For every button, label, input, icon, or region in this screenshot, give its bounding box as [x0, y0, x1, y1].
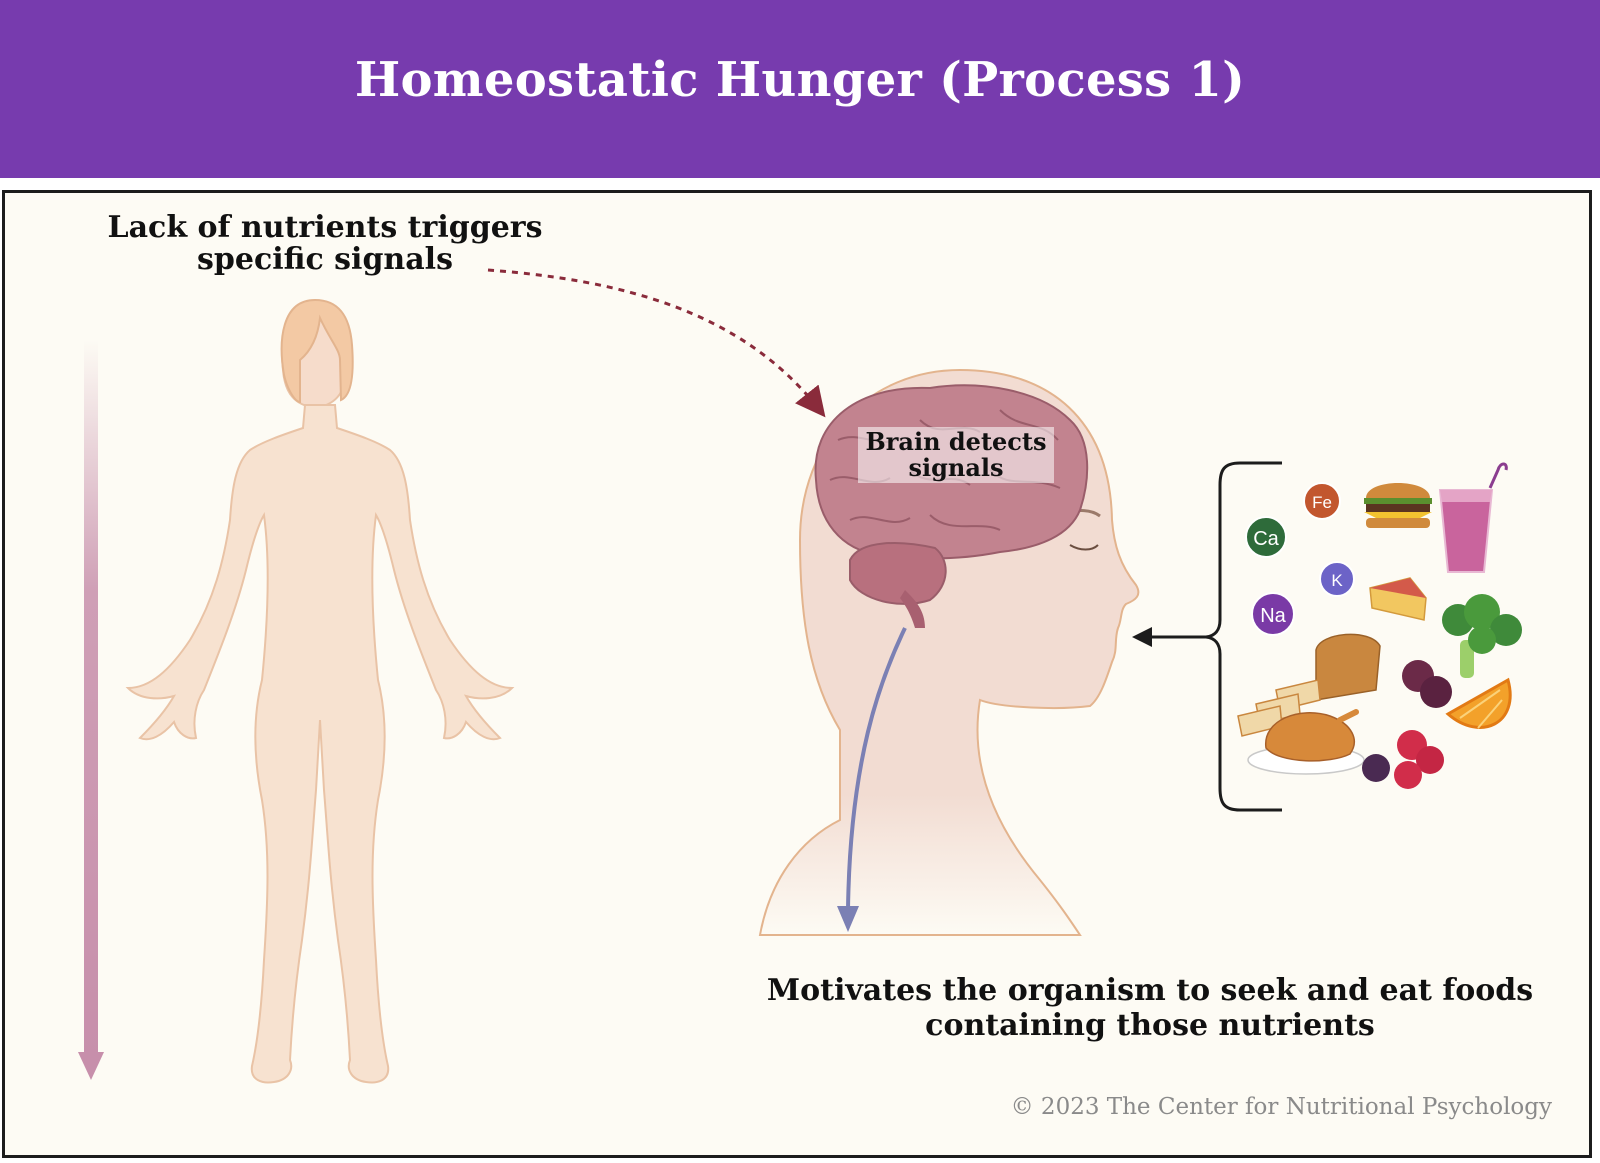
signal-dotted-arrow	[487, 268, 826, 418]
copyright-notice: © 2023 The Center for Nutritional Psycho…	[1010, 1094, 1552, 1120]
bread-icon	[1237, 633, 1381, 737]
downward-arrow	[78, 340, 104, 1080]
motivation-line-2: containing those nutrients	[925, 1007, 1375, 1043]
human-body-icon	[125, 298, 515, 1084]
neural-arrow-head	[837, 906, 859, 932]
svg-text:Ca: Ca	[1253, 528, 1279, 550]
broccoli-icon	[1442, 594, 1522, 678]
trigger-label: Lack of nutrients triggers specific sign…	[95, 210, 555, 278]
svg-text:Na: Na	[1260, 605, 1286, 627]
brain-line-1: Brain detects	[865, 427, 1047, 456]
motivation-label: Motivates the organism to seek and eat f…	[700, 973, 1600, 1043]
plum-icon	[1402, 660, 1452, 708]
nutrient-badge-ca: Ca	[1245, 516, 1287, 558]
orange-icon	[1445, 677, 1512, 729]
title-banner: Homeostatic Hunger (Process 1)	[0, 0, 1600, 178]
nutrient-badge-na: Na	[1251, 592, 1295, 636]
nutrient-badge-fe: Fe	[1303, 482, 1341, 520]
chicken-icon	[1247, 709, 1365, 775]
motivation-line-1: Motivates the organism to seek and eat f…	[766, 973, 1534, 1008]
cheese-icon	[1369, 577, 1427, 621]
svg-text:K: K	[1331, 571, 1343, 590]
smoothie-icon	[1438, 462, 1508, 573]
nutrient-badge-k: K	[1319, 561, 1355, 597]
burger-icon	[1364, 483, 1432, 528]
neural-pathway-arrow	[846, 627, 907, 911]
trigger-line-1: Lack of nutrients triggers	[107, 210, 543, 245]
page-title: Homeostatic Hunger (Process 1)	[354, 52, 1246, 108]
trigger-line-2: specific signals	[197, 242, 453, 278]
svg-text:Fe: Fe	[1312, 493, 1332, 512]
food-bracket	[1150, 461, 1282, 812]
black-arrow-head	[1132, 627, 1152, 647]
raspberry-icon	[1362, 730, 1444, 789]
brain-line-2: signals	[908, 452, 1004, 482]
brain-label: Brain detects signals	[858, 427, 1054, 483]
